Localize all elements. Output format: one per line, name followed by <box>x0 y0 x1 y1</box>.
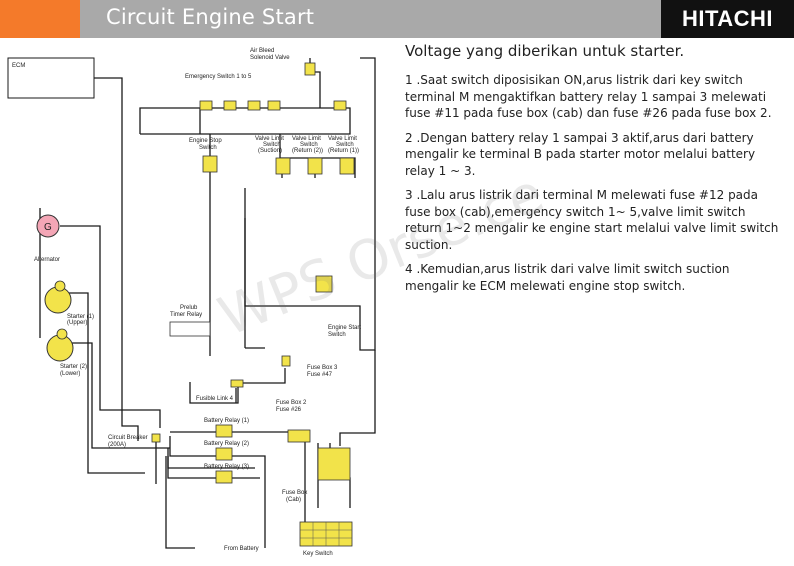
alternator-symbol <box>36 214 60 238</box>
key-switch-grid <box>300 522 352 546</box>
key-switch-label: Key Switch <box>303 551 333 557</box>
fuse-box2-label-2: Fuse #26 <box>276 407 302 413</box>
battery-relay-3-label: Battery Relay (3) <box>204 464 249 470</box>
emergency-switch-label: Emergency Switch 1 to 5 <box>185 74 252 80</box>
starter-lower-solenoid <box>56 328 68 340</box>
fuse-47 <box>281 355 291 367</box>
prelub-label-1: Prelub <box>180 305 198 311</box>
starter-lower-label-2: (Lower) <box>60 371 80 377</box>
page-title: Circuit Engine Start <box>106 5 315 29</box>
emergency-switch-blocks <box>199 62 347 111</box>
switch-blocks <box>202 155 355 175</box>
starter-upper-label-2: (Upper) <box>67 320 87 326</box>
ecm-label: ECM <box>12 63 25 69</box>
header-bar: Circuit Engine Start HITACHI <box>0 0 794 38</box>
vls-return2-label-1: Valve Limit <box>292 136 321 142</box>
starter-upper-solenoid <box>54 280 66 292</box>
explanation-heading: Voltage yang diberikan untuk starter. <box>405 42 685 60</box>
circuit-diagram: ECM Emer <box>0 38 400 566</box>
explanation-panel: Voltage yang diberikan untuk starter. 1 … <box>405 42 785 302</box>
engine-stop-label-2: Switch <box>199 145 217 151</box>
explanation-paragraph-2: 2 .Dengan battery relay 1 sampai 3 aktif… <box>405 130 756 178</box>
fuse-box3-label-2: Fuse #47 <box>307 372 333 378</box>
wiring <box>39 57 376 549</box>
vls-return2-label-2: Switch <box>300 142 318 148</box>
vls-return1-label-1: Valve Limit <box>328 136 357 142</box>
prelub-timer-relay <box>169 321 211 337</box>
vls-return1-label-2: Switch <box>336 142 354 148</box>
ecm-box <box>7 57 95 99</box>
alternator-symbol-label: G <box>44 222 52 233</box>
fuse-box2-label-1: Fuse Box 2 <box>276 400 307 406</box>
battery-relay-3 <box>215 470 233 484</box>
alternator-label: Alternator <box>34 257 60 263</box>
air-bleed-label-2: Solenoid Valve <box>250 55 290 61</box>
battery-relay-2-label: Battery Relay (2) <box>204 441 249 447</box>
explanation-paragraph-1: 1 .Saat switch diposisikan ON,arus listr… <box>405 73 772 120</box>
starter-lower-label-1: Starter (2) <box>60 364 87 370</box>
battery-relay-1 <box>215 424 233 438</box>
circuit-breaker-label-2: (200A) <box>108 442 126 448</box>
vls-suction-label-1: Valve Limit <box>255 136 284 142</box>
fusible-link-label: Fusible Link 4 <box>196 396 234 402</box>
battery-relay-2 <box>215 447 233 461</box>
starter-upper-label-1: Starter (1) <box>67 314 94 320</box>
engine-start-switch <box>315 275 333 293</box>
explanation-paragraph-3: 3 .Lalu arus listrik dari terminal M mel… <box>405 188 779 252</box>
vls-suction-label-3: (Suction) <box>258 148 282 154</box>
circuit-breaker-label-1: Circuit Breaker <box>108 435 148 441</box>
prelub-label-2: Timer Relay <box>170 312 202 318</box>
vls-return2-label-3: (Return (2)) <box>292 148 323 154</box>
header-accent <box>0 0 80 38</box>
brand-logo: HITACHI <box>661 0 794 38</box>
fuse-box-cab <box>317 447 351 481</box>
engine-start-label-1: Engine Start <box>328 325 361 331</box>
air-bleed-label-1: Air Bleed <box>250 48 274 54</box>
from-battery-label: From Battery <box>224 546 259 552</box>
fuse-26 <box>287 429 311 443</box>
fusible-link-4 <box>230 379 244 388</box>
explanation-paragraph-4: 4 .Kemudian,arus listrik dari valve limi… <box>405 262 730 293</box>
fuse-box3-label-1: Fuse Box 3 <box>307 365 338 371</box>
engine-stop-label-1: Engine Stop <box>189 138 222 144</box>
engine-start-label-2: Switch <box>328 332 346 338</box>
fuse-box-cab-label-1: Fuse Box <box>282 490 307 496</box>
circuit-svg: ECM Emer <box>7 48 376 557</box>
vls-suction-label-2: Switch <box>263 142 281 148</box>
fuse-box-cab-label-2: (Cab) <box>286 497 301 503</box>
vls-return1-label-3: (Return (1)) <box>328 148 359 154</box>
circuit-breaker <box>151 433 161 443</box>
battery-relay-1-label: Battery Relay (1) <box>204 418 249 424</box>
